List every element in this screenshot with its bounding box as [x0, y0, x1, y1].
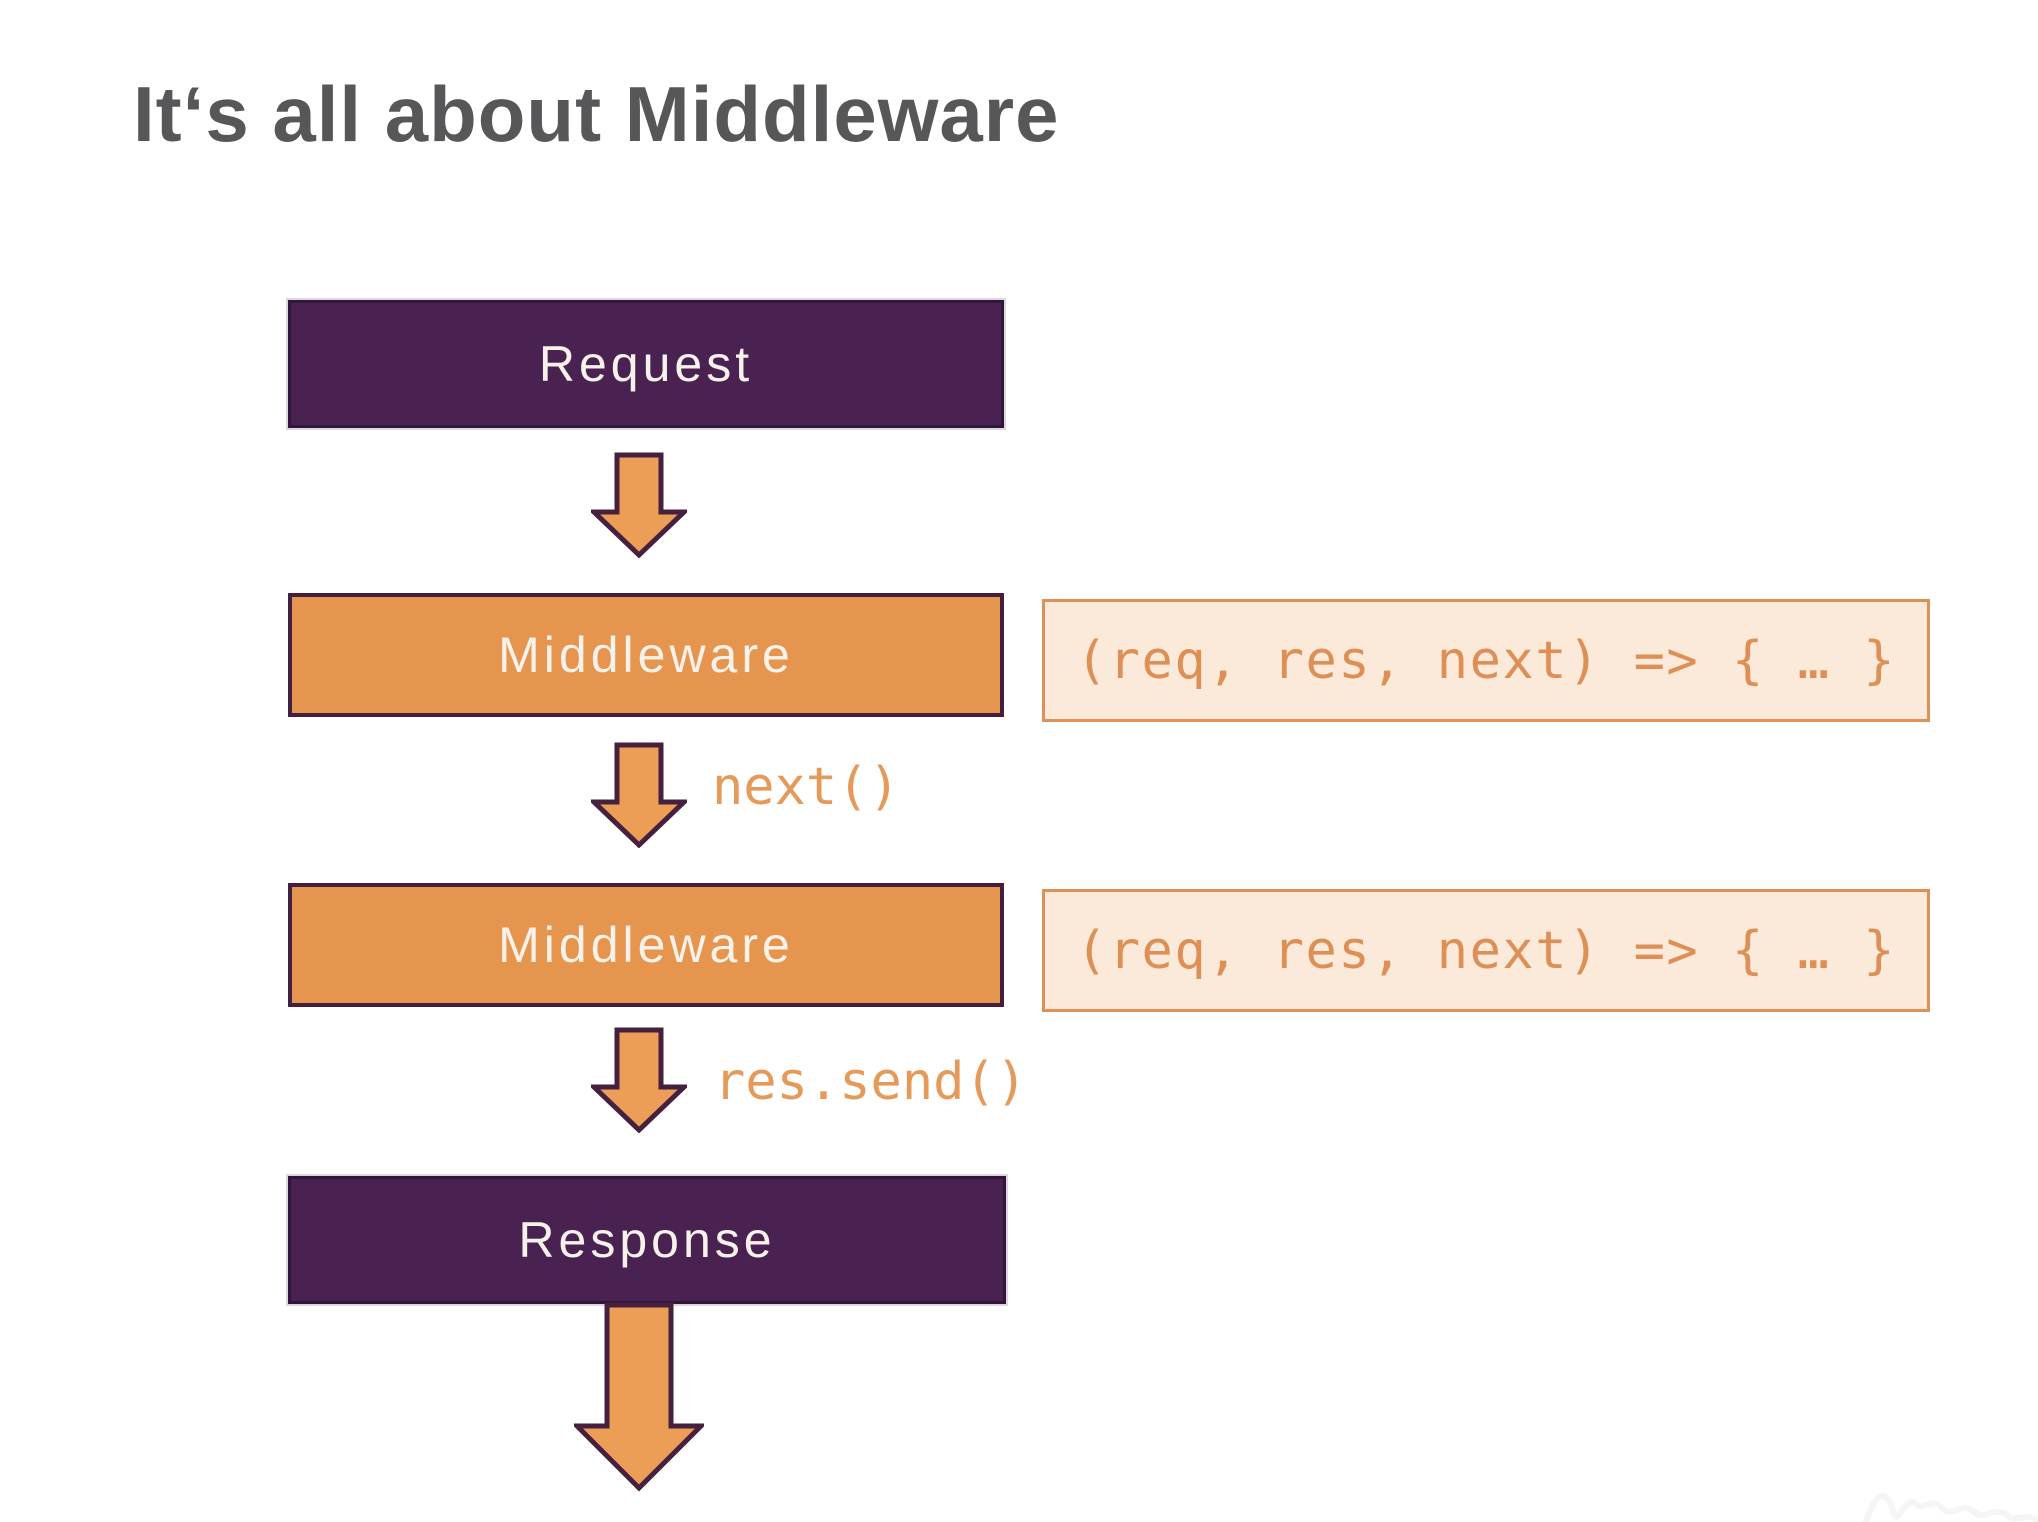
flow-arrow-down-icon [591, 742, 687, 848]
flow-arrow-down-icon [591, 452, 687, 558]
node-middleware-1-label: Middleware [498, 627, 794, 683]
node-middleware-1: Middleware [288, 593, 1004, 717]
edge-label-next: next() [712, 757, 900, 817]
watermark-squiggle-icon [1863, 1493, 2038, 1522]
flow-arrow-down-icon [574, 1302, 704, 1492]
node-request-label: Request [538, 336, 754, 392]
code-annotation-2-text: (req, res, next) => { … } [1075, 920, 1897, 981]
code-annotation-2: (req, res, next) => { … } [1042, 889, 1930, 1012]
slide-title: It‘s all about Middleware [133, 70, 1060, 158]
edge-label-res-send: res.send() [714, 1052, 1028, 1112]
node-response: Response [288, 1176, 1006, 1304]
node-middleware-2: Middleware [288, 883, 1004, 1007]
code-annotation-1-text: (req, res, next) => { … } [1075, 630, 1897, 691]
node-request: Request [288, 300, 1004, 428]
node-middleware-2-label: Middleware [498, 917, 794, 973]
code-annotation-1: (req, res, next) => { … } [1042, 599, 1930, 722]
node-response-label: Response [518, 1212, 776, 1268]
flow-arrow-down-icon [591, 1027, 687, 1133]
